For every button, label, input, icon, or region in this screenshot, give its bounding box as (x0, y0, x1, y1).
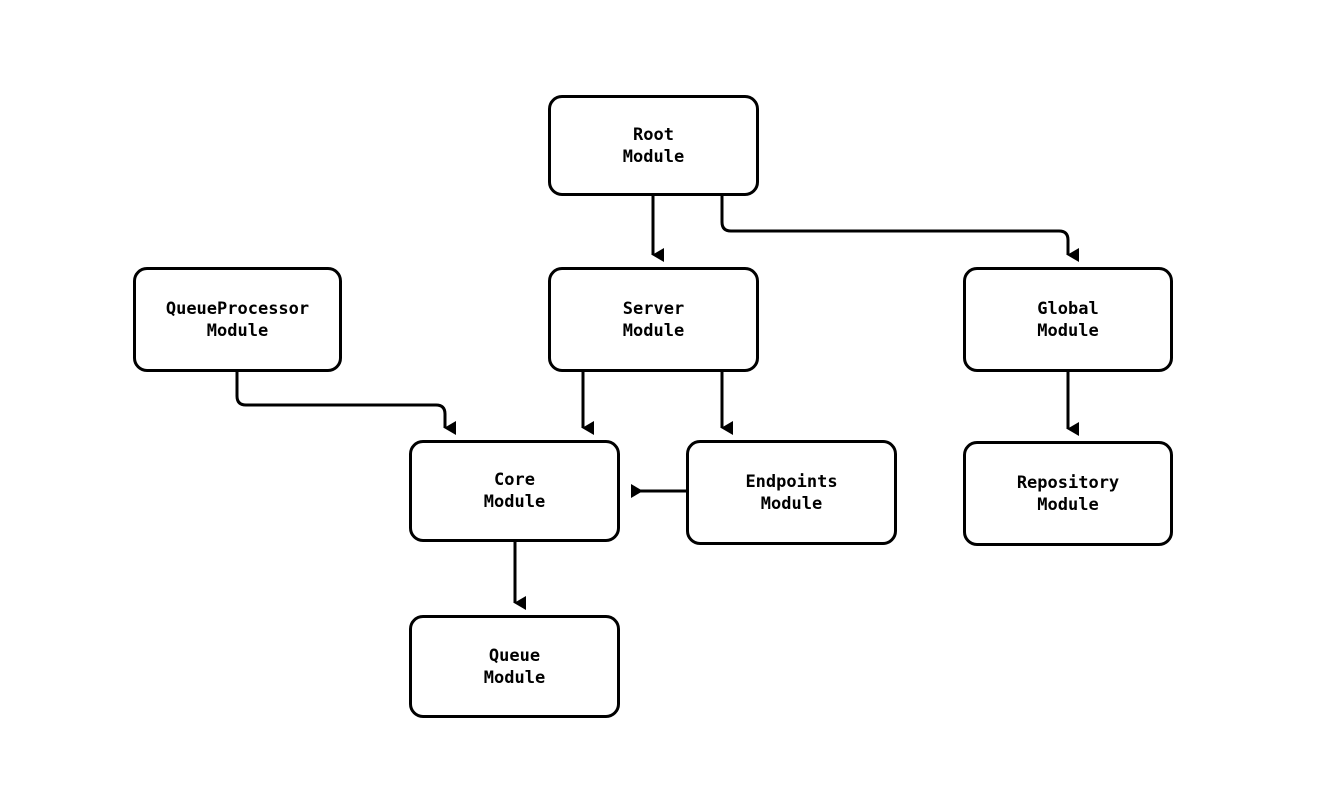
node-core-module[interactable]: Core Module (409, 440, 620, 542)
node-queue-module[interactable]: Queue Module (409, 615, 620, 718)
node-server-module-label-line2: Module (622, 320, 685, 341)
node-queueprocessor-module[interactable]: QueueProcessor Module (133, 267, 342, 372)
node-server-module[interactable]: Server Module (548, 267, 759, 372)
node-server-module-label-line1: Server (622, 298, 685, 319)
node-root-module-label-line1: Root (633, 124, 674, 145)
node-repository-module-label-line1: Repository (1016, 472, 1120, 493)
node-repository-module-label-line2: Module (1037, 494, 1099, 515)
node-repository-module[interactable]: Repository Module (963, 441, 1173, 546)
node-global-module-label-line2: Module (1037, 320, 1099, 341)
node-core-module-label-line1: Core (494, 470, 535, 490)
node-root-module-label-line2: Module (622, 146, 685, 167)
node-endpoints-module-label-line2: Module (760, 493, 823, 514)
node-root-module[interactable]: Root Module (548, 95, 759, 196)
node-global-module[interactable]: Global Module (963, 267, 1173, 372)
node-queue-module-label-line1: Queue (488, 645, 541, 666)
node-endpoints-module[interactable]: Endpoints Module (686, 440, 897, 545)
node-queueprocessor-module-label-line2: Module (206, 320, 269, 341)
node-global-module-label-line1: Global (1037, 298, 1099, 319)
edge-root-to-global (720, 196, 1079, 262)
node-queueprocessor-module-label-line1: QueueProcessor (165, 298, 310, 319)
edge-queueprocessor-to-core (235, 372, 456, 435)
node-endpoints-module-label-line1: Endpoints (745, 471, 838, 492)
node-core-module-label-line2: Module (483, 492, 546, 512)
node-queue-module-label-line2: Module (483, 667, 546, 688)
